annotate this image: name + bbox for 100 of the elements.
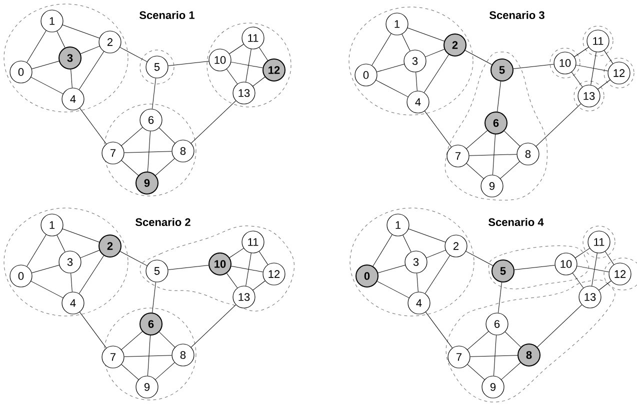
- edge-line: [376, 64, 404, 72]
- edge-line: [229, 44, 244, 54]
- edge-line: [226, 68, 238, 84]
- edge-line: [592, 252, 598, 286]
- edge-line: [572, 272, 584, 288]
- edge-line: [470, 355, 518, 357]
- edge-line: [78, 255, 104, 294]
- edge-line: [598, 80, 610, 90]
- panel-title: Scenario 2: [136, 218, 190, 226]
- edge-line: [469, 154, 517, 156]
- edge-line: [467, 331, 489, 350]
- edge-line: [604, 50, 614, 64]
- edge-line: [79, 108, 107, 144]
- edge-line: [30, 280, 64, 298]
- edge-line: [226, 273, 238, 288]
- edge-line: [504, 332, 521, 348]
- edge-line: [147, 335, 151, 376]
- edge-line: [121, 331, 143, 350]
- edge-line: [121, 127, 143, 146]
- edge-line: [407, 28, 444, 42]
- edge-line: [168, 61, 210, 66]
- edge-line: [78, 51, 104, 90]
- edge-line: [598, 280, 612, 290]
- edge-line: [26, 30, 46, 63]
- edge-line: [424, 255, 450, 294]
- panel-title: Scenario 4: [488, 218, 544, 226]
- edge-line: [372, 234, 392, 266]
- edge-line: [246, 252, 252, 286]
- edge-line: [372, 33, 392, 66]
- edge-line: [168, 265, 209, 270]
- edge-line: [402, 34, 410, 52]
- edge-line: [80, 46, 100, 54]
- edge-line: [152, 282, 156, 313]
- edge-line: [466, 130, 488, 149]
- edge-line: [575, 248, 590, 258]
- edge-line: [70, 273, 72, 292]
- edge-line: [500, 161, 520, 179]
- edge-line: [424, 54, 449, 93]
- panel-title: Scenario 3: [490, 10, 544, 20]
- edge-line: [147, 131, 151, 172]
- edge-line: [56, 30, 66, 48]
- edge-line: [79, 312, 107, 348]
- edge-line: [26, 234, 46, 267]
- edge-line: [574, 47, 589, 57]
- edge-line: [466, 251, 494, 266]
- edge-line: [408, 228, 446, 242]
- edge-line: [62, 24, 100, 38]
- edge-line: [604, 251, 614, 265]
- edge-line: [425, 49, 445, 58]
- edge-line: [376, 281, 410, 298]
- edge-line: [190, 100, 236, 144]
- edge-line: [513, 64, 554, 69]
- edge-line: [425, 312, 453, 348]
- edge-line: [124, 355, 172, 357]
- edge-line: [120, 251, 148, 266]
- edge-line: [498, 282, 502, 314]
- edge-line: [80, 250, 100, 258]
- edge-line: [252, 280, 266, 290]
- edge-line: [464, 50, 492, 65]
- edge-line: [576, 64, 608, 72]
- edge-line: [121, 364, 139, 380]
- edge-line: [190, 304, 236, 348]
- edge-line: [32, 60, 60, 70]
- edge-line: [426, 250, 446, 258]
- edge-line: [258, 251, 268, 265]
- edge-line: [246, 48, 252, 82]
- edge-line: [252, 76, 266, 86]
- edge-line: [492, 134, 496, 175]
- edge-line: [124, 151, 172, 153]
- edge-line: [576, 266, 610, 272]
- edge-line: [121, 160, 139, 176]
- edge-line: [258, 47, 268, 61]
- edge-line: [229, 248, 244, 258]
- edge-line: [497, 81, 501, 112]
- edge-line: [536, 104, 582, 146]
- edge-line: [590, 52, 596, 86]
- edge-line: [424, 110, 452, 148]
- edge-line: [466, 163, 484, 179]
- edge-line: [158, 128, 176, 144]
- edge-line: [376, 80, 408, 98]
- edge-line: [501, 362, 521, 380]
- edge-line: [120, 47, 148, 62]
- panel-title: Scenario 1: [140, 10, 194, 20]
- edge-line: [152, 78, 156, 110]
- edge-line: [493, 335, 497, 376]
- edge-line: [159, 332, 176, 348]
- edge-line: [70, 69, 72, 88]
- edge-line: [504, 130, 520, 146]
- edge-line: [378, 264, 406, 274]
- edge-line: [56, 234, 66, 252]
- edge-line: [514, 265, 556, 270]
- edge-line: [155, 362, 175, 380]
- edge-line: [416, 72, 418, 91]
- edge-line: [537, 304, 582, 348]
- edge-line: [230, 62, 263, 68]
- edge-line: [571, 72, 583, 88]
- edge-line: [231, 266, 264, 272]
- edge-line: [402, 234, 412, 252]
- edge-line: [416, 273, 418, 292]
- edge-line: [467, 364, 485, 380]
